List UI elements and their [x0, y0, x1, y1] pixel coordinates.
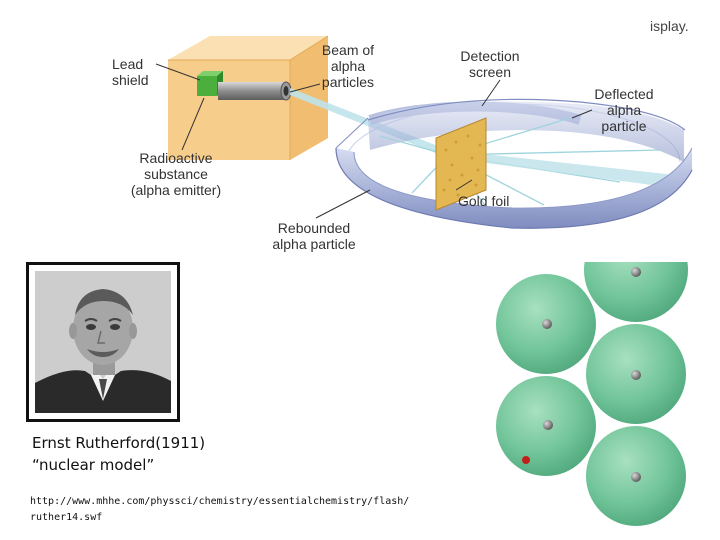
label-radioactive-line2: substance — [144, 166, 208, 182]
label-beam-of-alpha: Beam of alpha particles — [316, 42, 380, 90]
gold-foil — [435, 117, 487, 211]
atom-left-1 — [496, 274, 596, 374]
caption-model: “nuclear model” — [32, 456, 155, 474]
detection-screen-ring-front — [335, 117, 693, 229]
gold-atoms-illustration — [496, 262, 688, 526]
label-deflected-alpha: Deflected alpha particle — [586, 86, 662, 134]
rutherford-portrait — [35, 271, 171, 413]
label-detection-line1: Detection — [460, 48, 520, 64]
radioactive-emitter — [197, 71, 223, 96]
label-rebounded-line1: Rebounded — [277, 220, 351, 236]
corner-text: isplay. — [650, 18, 689, 34]
label-radioactive-line1: Radioactive — [139, 150, 213, 166]
atom-right-3 — [586, 426, 686, 526]
through-beam — [448, 150, 675, 188]
collimator-tube — [218, 81, 292, 101]
label-deflected-line3: particle — [601, 118, 647, 134]
rutherford-apparatus-diagram — [155, 35, 693, 229]
label-detection-screen: Detection screen — [452, 48, 528, 80]
label-lead-shield-line1: Lead — [112, 56, 144, 72]
label-radioactive-substance: Radioactive substance (alpha emitter) — [122, 150, 230, 198]
portrait-caption: Ernst Rutherford(1911) “nuclear model” — [32, 432, 205, 476]
atom-left-2 — [496, 376, 596, 476]
caption-name-year: Ernst Rutherford(1911) — [32, 434, 206, 452]
alpha-particle — [522, 456, 530, 464]
label-lead-shield-line2: shield — [112, 72, 149, 88]
label-rebounded-line2: alpha particle — [272, 236, 356, 252]
label-deflected-line2: alpha — [606, 102, 642, 118]
label-radioactive-line3: (alpha emitter) — [130, 182, 222, 198]
leader-lines — [155, 63, 593, 219]
atom-right-2 — [586, 324, 686, 424]
label-beam-line3: particles — [321, 74, 375, 90]
label-rebounded-alpha: Rebounded alpha particle — [262, 220, 366, 252]
label-deflected-line1: Deflected — [594, 86, 654, 102]
label-detection-line2: screen — [468, 64, 512, 80]
label-lead-shield: Lead shield — [112, 56, 149, 88]
atom-top-right — [584, 262, 688, 322]
detection-screen-ring — [345, 98, 686, 163]
source-url[interactable]: http://www.mhhe.com/physsci/chemistry/es… — [30, 496, 410, 523]
label-beam-line1: Beam of — [321, 42, 375, 58]
rutherford-portrait-frame — [26, 262, 180, 422]
label-gold-foil: Gold foil — [458, 193, 510, 209]
label-beam-line2: alpha — [330, 58, 366, 74]
